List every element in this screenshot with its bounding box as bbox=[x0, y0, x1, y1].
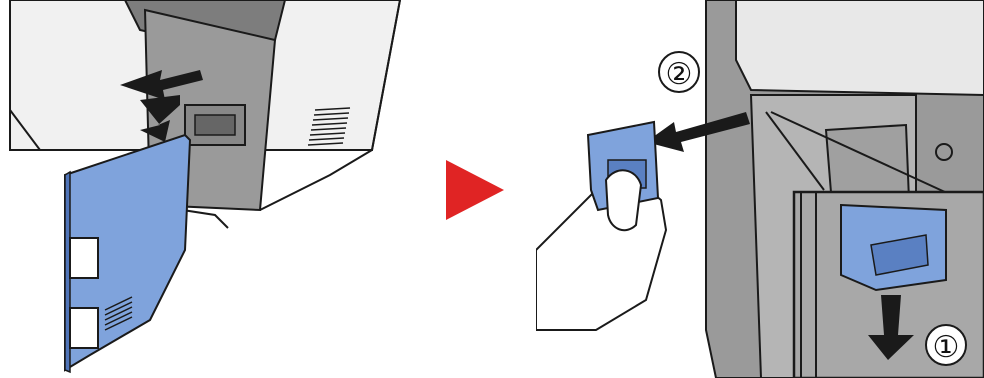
hand-fingers bbox=[606, 170, 641, 230]
cover-slot-top bbox=[70, 238, 98, 278]
step-1-label: ① bbox=[933, 331, 960, 364]
illustration-remove-side-cover bbox=[0, 0, 420, 378]
step-2-label: ② bbox=[666, 58, 693, 91]
printer-side-cover-drawing bbox=[0, 0, 420, 378]
cover-slot-bottom bbox=[70, 308, 98, 348]
printer-light-panel bbox=[736, 0, 984, 95]
right-pointing-triangle-icon bbox=[446, 160, 504, 220]
illustration-remove-holder: ② ① bbox=[536, 0, 984, 378]
holder-removal-drawing: ② ① bbox=[536, 0, 984, 378]
